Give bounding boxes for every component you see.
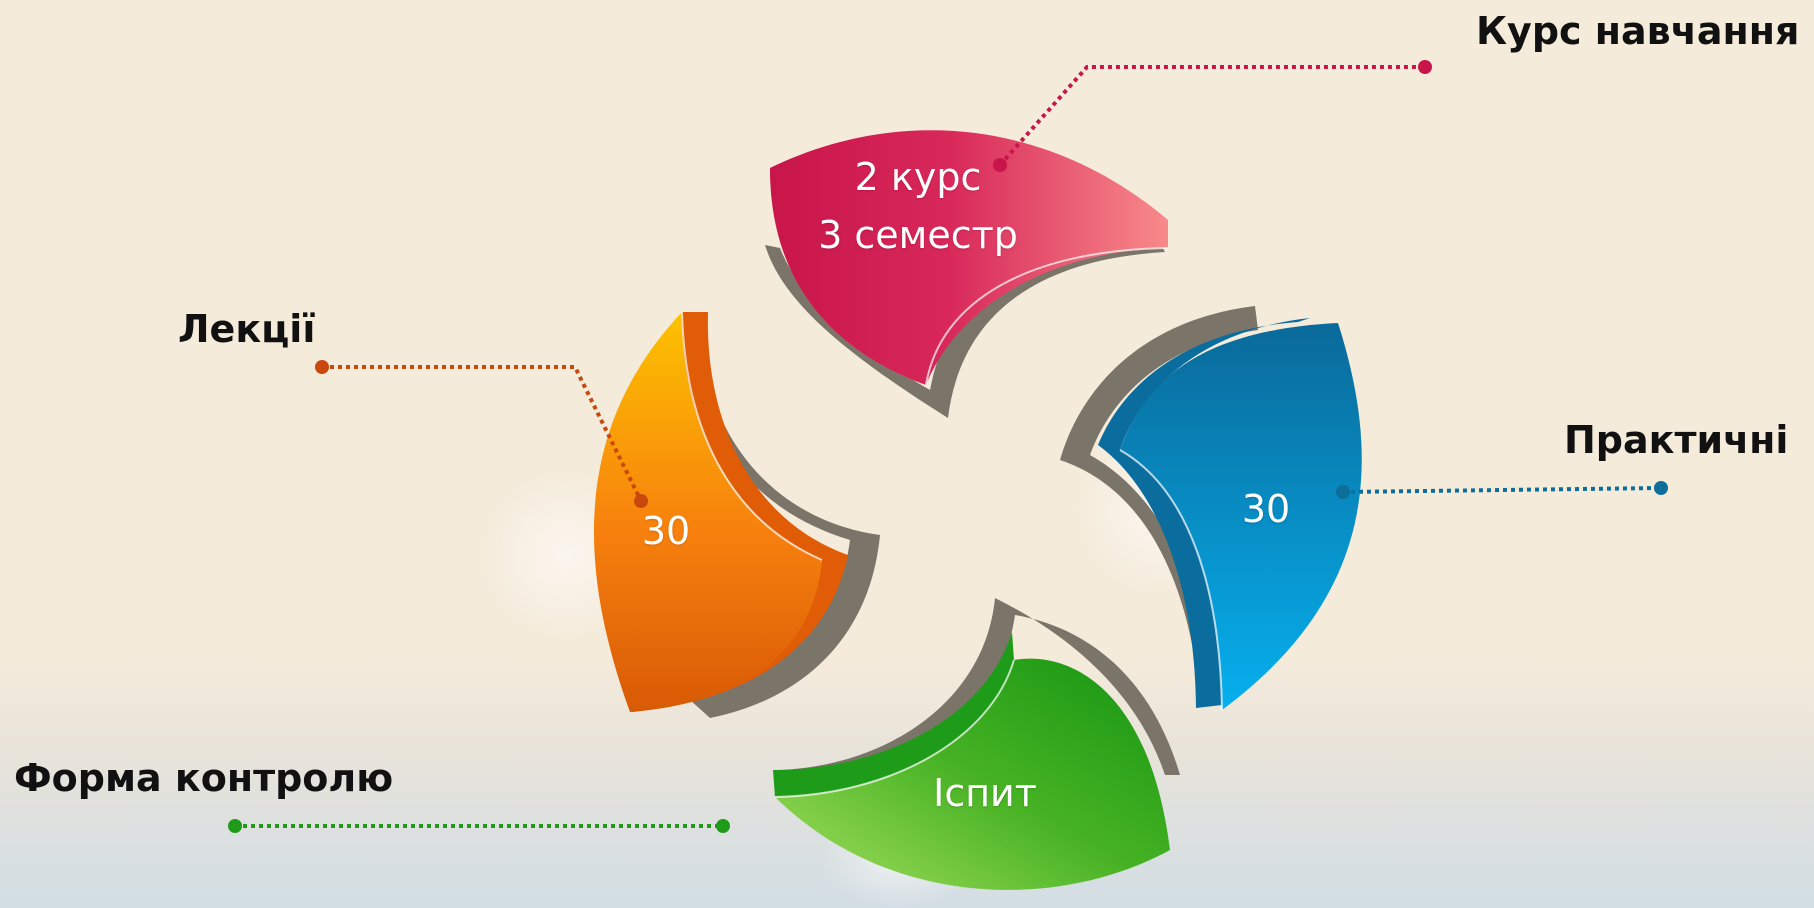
segment-practice-shadow xyxy=(1060,306,1258,700)
leader-course-dot-start xyxy=(993,158,1007,172)
segment-lectures-top xyxy=(593,312,822,712)
segment-control-edge xyxy=(774,659,1015,798)
leader-course-line xyxy=(998,65,1425,167)
segment-lectures xyxy=(593,311,880,718)
segment-practice-top xyxy=(1120,323,1362,710)
value-control: Іспит xyxy=(933,771,1037,815)
segment-course-edge xyxy=(925,247,1169,386)
leader-practice-dot-end xyxy=(1654,481,1668,495)
leader-course-dot-end xyxy=(1418,60,1432,74)
segment-control-side xyxy=(773,632,1014,797)
leader-lectures-line xyxy=(322,365,643,502)
leader-practice-dot-start xyxy=(1336,485,1350,499)
segment-course xyxy=(765,130,1169,418)
leader-practice xyxy=(1336,481,1668,499)
segment-course-top xyxy=(770,130,1168,385)
segment-lectures-shadow xyxy=(690,318,880,718)
leader-lectures xyxy=(315,360,648,508)
leader-control-dot-start xyxy=(228,819,242,833)
segment-control-top xyxy=(775,658,1170,890)
segment-practice-side xyxy=(1098,318,1310,708)
value-course-line2: 3 семестр xyxy=(818,213,1018,257)
label-lectures: Лекції xyxy=(178,307,316,351)
leader-lectures-dot-start xyxy=(315,360,329,374)
segment-control xyxy=(773,598,1180,890)
leader-practice-line xyxy=(1342,486,1662,494)
value-course-line1: 2 курс xyxy=(854,155,982,199)
label-practice: Практичні xyxy=(1564,418,1789,462)
segment-lectures-edge xyxy=(681,311,823,561)
segment-practice-edge xyxy=(1119,449,1223,711)
leader-control xyxy=(228,819,730,833)
leader-course xyxy=(993,60,1432,172)
segment-practice xyxy=(1060,306,1362,711)
value-lectures: 30 xyxy=(641,509,691,553)
value-practice: 30 xyxy=(1241,487,1291,531)
leader-control-dot-end xyxy=(716,819,730,833)
leader-lectures-dot-end xyxy=(634,494,648,508)
label-control: Форма контролю xyxy=(14,756,394,800)
label-course: Курс навчання xyxy=(1476,9,1800,53)
